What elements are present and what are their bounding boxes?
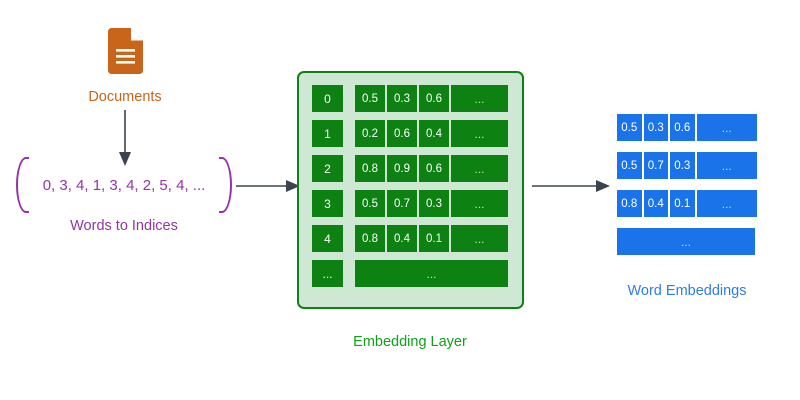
embedding-value-cell: 0.5 <box>355 190 385 217</box>
embedding-rows: 0 0.5 0.3 0.6 ... 1 0.2 0.6 0.4 ... 2 <box>312 85 509 287</box>
embedding-ellipsis-cell: ... <box>451 155 508 182</box>
embedding-value-cell: 0.9 <box>387 155 417 182</box>
indices-bracket: 0, 3, 4, 1, 3, 4, 2, 5, 4, ... <box>16 157 232 213</box>
embedding-value-cell: 0.6 <box>387 120 417 147</box>
word-embedding-value-cell: 0.3 <box>643 114 669 141</box>
embedding-value-cell: 0.8 <box>355 225 385 252</box>
embedding-vector-cells: ... <box>355 260 508 287</box>
embedding-index-cell: 0 <box>312 85 343 112</box>
embedding-index-cell: 2 <box>312 155 343 182</box>
embedding-value-cell: 0.3 <box>419 190 449 217</box>
embedding-value-cell: 0.8 <box>355 155 385 182</box>
word-embedding-ellipsis-cell: ... <box>617 228 755 255</box>
word-embeddings-label: Word Embeddings <box>627 283 747 299</box>
embedding-vector-cells: 0.5 0.7 0.3 ... <box>355 190 508 217</box>
word-embedding-value-cell: 0.7 <box>643 152 669 179</box>
embedding-vector-cells: 0.8 0.4 0.1 ... <box>355 225 508 252</box>
embedding-index-cell: 1 <box>312 120 343 147</box>
arrow-embedding-layer-to-word-embeddings <box>532 180 610 192</box>
word-embedding-ellipsis-cell: ... <box>696 152 758 179</box>
table-row: 3 0.5 0.7 0.3 ... <box>312 190 509 217</box>
embedding-value-cell: 0.4 <box>387 225 417 252</box>
embedding-ellipsis-cell: ... <box>451 190 508 217</box>
embedding-layer-panel: 0 0.5 0.3 0.6 ... 1 0.2 0.6 0.4 ... 2 <box>297 71 524 309</box>
list-item: 0.5 0.7 0.3 ... <box>617 152 758 179</box>
word-embedding-value-cell: 0.8 <box>617 190 642 217</box>
embedding-value-cell: 0.2 <box>355 120 385 147</box>
word-embedding-ellipsis-cell: ... <box>696 190 758 217</box>
table-row: 2 0.8 0.9 0.6 ... <box>312 155 509 182</box>
embedding-value-cell: 0.6 <box>419 155 449 182</box>
embedding-value-cell: 0.4 <box>419 120 449 147</box>
word-embedding-ellipsis-cell: ... <box>696 114 758 141</box>
embedding-value-cell: 0.7 <box>387 190 417 217</box>
embedding-value-cell: 0.3 <box>387 85 417 112</box>
arrow-indices-to-embedding-layer <box>236 180 300 192</box>
embedding-index-cell: 4 <box>312 225 343 252</box>
list-item: 0.5 0.3 0.6 ... <box>617 114 758 141</box>
table-row: 4 0.8 0.4 0.1 ... <box>312 225 509 252</box>
word-embedding-value-cell: 0.6 <box>670 114 695 141</box>
bracket-left-icon <box>16 157 29 213</box>
documents-label: Documents <box>88 89 162 105</box>
embedding-vector-cells: 0.2 0.6 0.4 ... <box>355 120 508 147</box>
embedding-vector-cells: 0.8 0.9 0.6 ... <box>355 155 508 182</box>
table-row: ... ... <box>312 260 509 287</box>
word-embeddings-group: 0.5 0.3 0.6 ... 0.5 0.7 0.3 ... 0.8 0.4 … <box>617 114 758 255</box>
embedding-value-cell: 0.6 <box>419 85 449 112</box>
words-to-indices-label: Words to Indices <box>70 218 178 234</box>
word-embedding-value-cell: 0.3 <box>670 152 695 179</box>
embedding-index-cell: 3 <box>312 190 343 217</box>
word-embeddings-rows: 0.5 0.3 0.6 ... 0.5 0.7 0.3 ... 0.8 0.4 … <box>617 114 758 255</box>
word-embedding-value-cell: 0.1 <box>670 190 695 217</box>
embedding-value-cell: 0.1 <box>419 225 449 252</box>
word-embedding-value-cell: 0.5 <box>617 152 642 179</box>
document-icon <box>108 28 143 74</box>
list-item: ... <box>617 228 757 255</box>
embedding-value-cell: 0.5 <box>355 85 385 112</box>
word-embedding-value-cell: 0.4 <box>643 190 669 217</box>
embedding-ellipsis-cell: ... <box>451 85 508 112</box>
embedding-layer-label: Embedding Layer <box>353 334 467 350</box>
embedding-ellipsis-cell: ... <box>451 225 508 252</box>
indices-values: 0, 3, 4, 1, 3, 4, 2, 5, 4, ... <box>42 176 206 194</box>
embedding-ellipsis-cell: ... <box>355 260 508 287</box>
embedding-index-cell: ... <box>312 260 343 287</box>
bracket-right-icon <box>219 157 232 213</box>
table-row: 1 0.2 0.6 0.4 ... <box>312 120 509 147</box>
list-item: 0.8 0.4 0.1 ... <box>617 190 758 217</box>
embedding-ellipsis-cell: ... <box>451 120 508 147</box>
arrow-documents-to-indices <box>119 110 131 166</box>
table-row: 0 0.5 0.3 0.6 ... <box>312 85 509 112</box>
word-embedding-value-cell: 0.5 <box>617 114 642 141</box>
embedding-vector-cells: 0.5 0.3 0.6 ... <box>355 85 508 112</box>
